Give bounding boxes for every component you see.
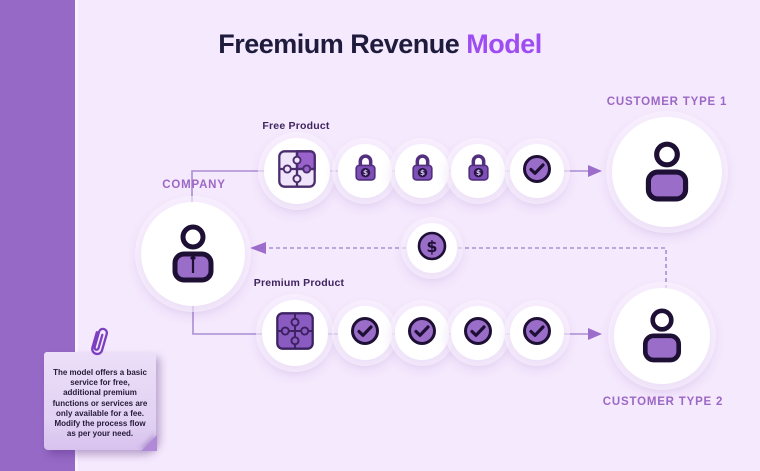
free-step-lock-3: $: [451, 144, 505, 198]
free-step-check-1: [510, 144, 564, 198]
person-tie-icon: [165, 221, 221, 288]
customer-type-2-node: [614, 288, 710, 384]
free-step-lock-2: $: [395, 144, 449, 198]
page-title-main: Freemium Revenue: [218, 29, 460, 59]
premium-step-check-3: [451, 306, 505, 360]
paperclip-icon: [81, 321, 115, 367]
lock-dollar-icon: $: [409, 153, 436, 189]
premium-step-check-1: [338, 306, 392, 360]
check-icon: [462, 315, 494, 352]
svg-text:$: $: [362, 168, 367, 177]
note-fold: [141, 435, 157, 451]
page-title-accent: Model: [466, 29, 542, 59]
premium-step-check-4: [510, 306, 564, 360]
dollar-coin-icon: $: [415, 229, 449, 268]
svg-text:$: $: [426, 237, 437, 256]
svg-text:$: $: [419, 168, 424, 177]
customer-type-1-label: CUSTOMER TYPE 1: [606, 96, 728, 108]
arrowhead-to-company: [250, 242, 266, 254]
svg-text:$: $: [475, 168, 480, 177]
company-node: [141, 202, 245, 306]
sticky-note: The model offers a basic service for fre…: [44, 352, 157, 451]
arrowhead-to-customer1: [588, 165, 602, 177]
left-accent-bar-edge: [75, 0, 78, 471]
lock-dollar-icon: $: [465, 153, 492, 189]
sticky-note-text: The model offers a basic service for fre…: [52, 368, 148, 439]
person-icon: [638, 138, 696, 207]
premium-product-label: Premium Product: [253, 277, 345, 289]
check-icon: [521, 315, 553, 352]
lock-dollar-icon: $: [352, 153, 379, 189]
free-product-node: [264, 138, 330, 204]
free-step-lock-1: $: [338, 144, 392, 198]
premium-step-check-2: [395, 306, 449, 360]
check-icon: [521, 153, 553, 190]
customer-type-1-node: [612, 117, 722, 227]
person-icon: [636, 305, 688, 368]
free-product-label: Free Product: [262, 120, 330, 132]
check-icon: [349, 315, 381, 352]
puzzle-one-piece-filled-icon: [274, 146, 320, 197]
arrowhead-to-customer2: [588, 328, 602, 340]
check-icon: [406, 315, 438, 352]
payment-node: $: [407, 223, 457, 273]
puzzle-all-filled-icon: [272, 308, 318, 359]
company-label: COMPANY: [162, 179, 226, 191]
customer-type-2-label: CUSTOMER TYPE 2: [602, 396, 724, 408]
premium-product-node: [262, 300, 328, 366]
